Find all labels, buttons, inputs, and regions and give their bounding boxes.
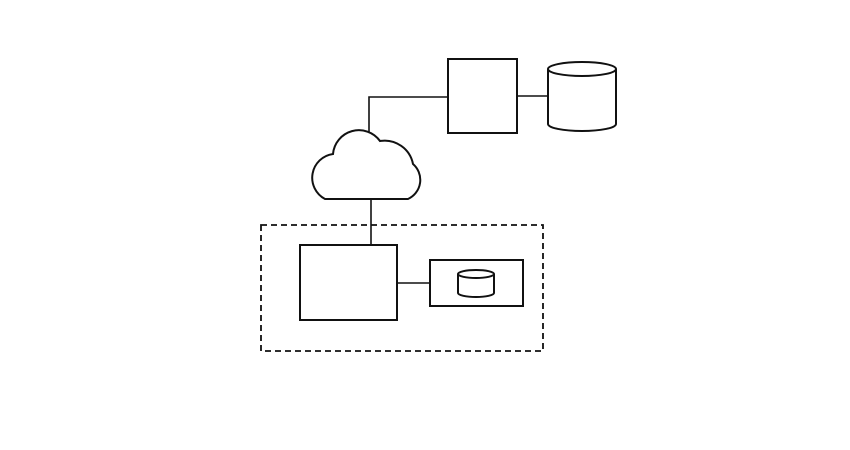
network-cloud-icon: [311, 129, 422, 200]
local-database-icon: [457, 269, 495, 298]
local-device-box: [299, 244, 398, 321]
local-system-boundary: [260, 224, 544, 352]
server-database-icon: [547, 61, 617, 132]
network-to-server-line: [368, 96, 448, 132]
server-box: [447, 58, 518, 134]
